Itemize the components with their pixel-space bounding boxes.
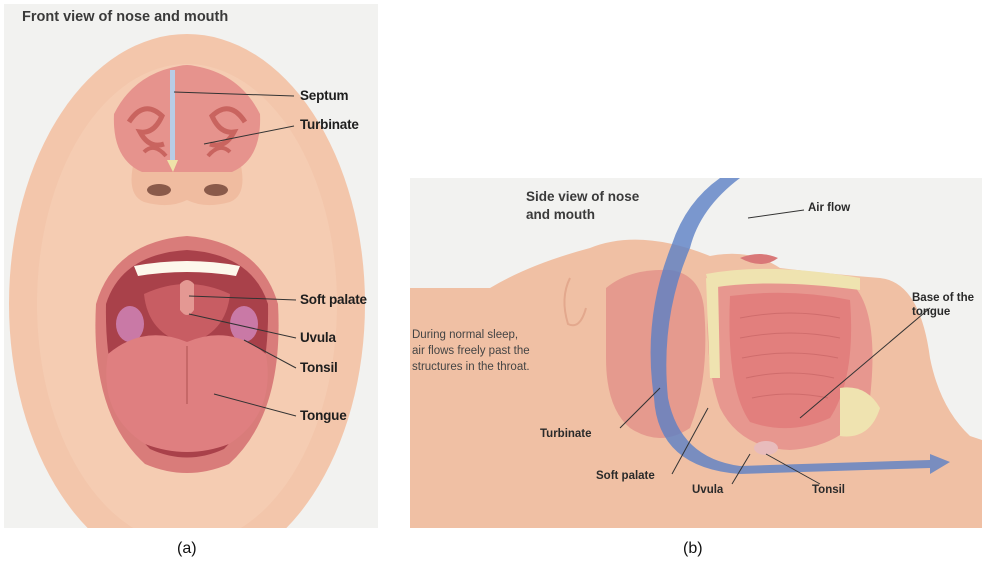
septum-line <box>170 70 175 165</box>
side-view-panel: Side view of nose and mouth During norma… <box>410 178 982 528</box>
label-tonsil: Tonsil <box>300 360 338 375</box>
label-uvula-side: Uvula <box>692 484 723 496</box>
label-turbinate-side: Turbinate <box>540 428 592 440</box>
sublabel-a: (a) <box>177 540 197 558</box>
side-view-title-line2: and mouth <box>526 206 595 224</box>
caption-line1: During normal sleep, <box>412 328 518 343</box>
front-view-panel: Front view of nose and mouth Septum Turb… <box>4 4 378 528</box>
tonsil-left <box>116 306 144 342</box>
uvula-shape <box>180 280 194 315</box>
label-uvula: Uvula <box>300 330 336 345</box>
front-view-illustration <box>4 4 378 528</box>
caption-line3: structures in the throat. <box>412 360 530 375</box>
label-septum: Septum <box>300 88 348 103</box>
sublabel-b: (b) <box>683 540 703 558</box>
side-view-title-line1: Side view of nose <box>526 188 639 206</box>
label-base-tongue-line2: tongue <box>912 306 950 318</box>
label-tongue: Tongue <box>300 408 347 423</box>
label-turbinate: Turbinate <box>300 117 359 132</box>
label-soft-palate: Soft palate <box>300 292 367 307</box>
tonsil-side <box>754 441 778 455</box>
label-soft-palate-side: Soft palate <box>596 470 655 482</box>
label-base-tongue-line1: Base of the <box>912 292 974 304</box>
label-tonsil-side: Tonsil <box>812 484 845 496</box>
label-air-flow: Air flow <box>808 202 850 214</box>
front-view-title: Front view of nose and mouth <box>22 8 228 26</box>
caption-line2: air flows freely past the <box>412 344 530 359</box>
